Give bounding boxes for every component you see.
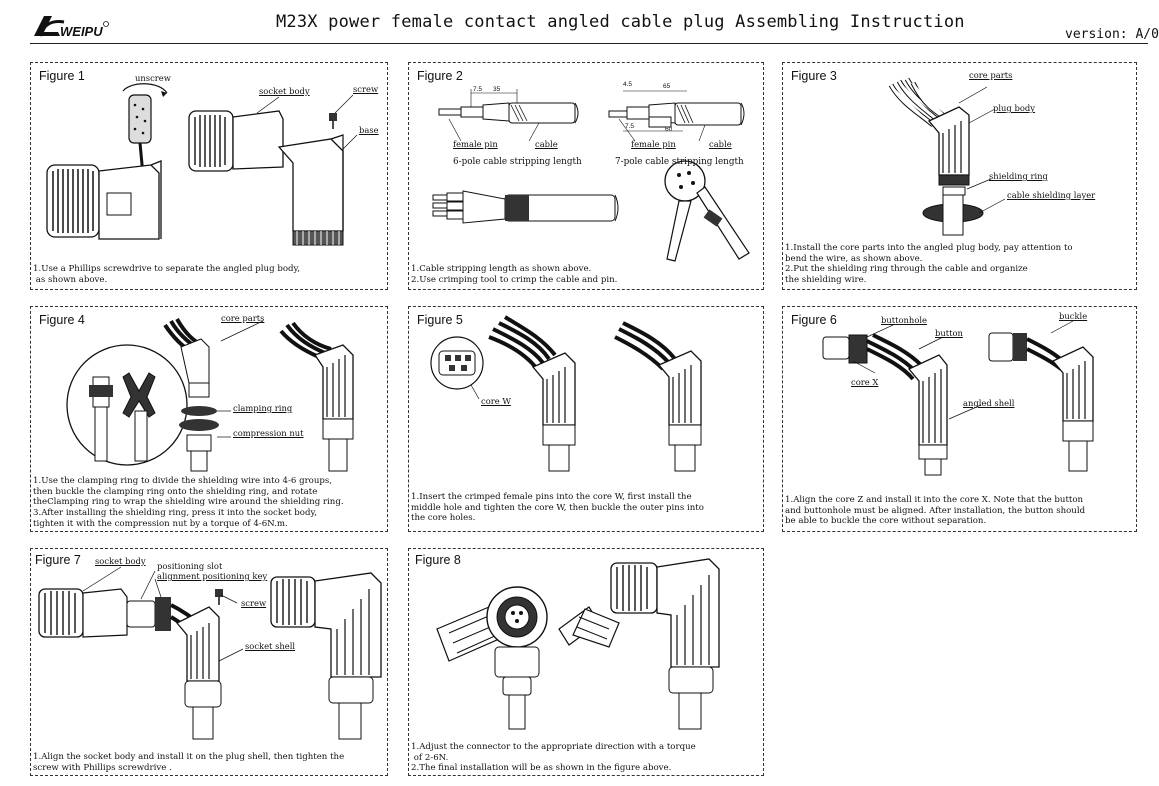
caption-6pole: 6-pole cable stripping length [453, 157, 582, 167]
figure-2-illustration [432, 89, 750, 262]
figure-8-instructions: 1.Adjust the connector to the appropriat… [411, 742, 696, 774]
figure-6-illustration [822, 320, 1094, 476]
figure-6-instructions: 1.Align the core Z and install it into t… [785, 495, 1086, 527]
callout-screw: screw [241, 598, 267, 608]
figure-label: Figure 5 [417, 313, 463, 327]
callout-core-x: core X [851, 377, 879, 387]
callout-angled-shell: angled shell [963, 398, 1015, 408]
figure-2-instructions: 1.Cable stripping length as shown above.… [411, 264, 618, 285]
callout-alignment-positioning-key: alignment positioning key [157, 571, 268, 581]
figure-3-panel: Figure 3 core parts plug body shielding … [782, 62, 1137, 290]
callout-socket-body: socket body [259, 86, 310, 96]
dim-7pole-b: 65 [663, 83, 671, 90]
dim-6pole-strip: 35 [493, 86, 501, 93]
figure-1-instructions: 1.Use a Phillips screwdrive to separate … [33, 264, 300, 285]
figure-label: Figure 7 [35, 553, 81, 567]
callout-core-parts: core parts [221, 313, 265, 323]
dim-7pole-d: 60 [665, 126, 673, 133]
svg-text:WEIPU: WEIPU [60, 24, 103, 39]
figure-5-panel: Figure 5 core W 1.Insert the crimped fem… [408, 306, 764, 532]
dim-7pole-c: 7.5 [625, 123, 635, 130]
figure-8-panel: Figure 8 1.Adjust the connector to the a… [408, 548, 764, 776]
figure-label: Figure 2 [417, 69, 463, 83]
callout-female-pin-6pole: female pin [453, 139, 498, 149]
dim-7pole-a: 4.5 [623, 81, 633, 88]
figure-label: Figure 6 [791, 313, 837, 327]
figure-2-panel: Figure 2 [408, 62, 764, 290]
callout-female-pin-7pole: female pin [631, 139, 676, 149]
figure-4-illustration [66, 318, 354, 472]
callout-unscrew: unscrew [135, 73, 171, 83]
figure-4-panel: Figure 4 core parts clamping [30, 306, 388, 532]
callout-positioning-slot: positioning slot [157, 561, 223, 571]
weipu-logo: WEIPU [34, 16, 109, 39]
figure-label: Figure 8 [415, 553, 461, 567]
callout-buttonhole: buttonhole [881, 315, 927, 325]
figure-7-illustration [38, 566, 382, 740]
figure-3-illustration [888, 77, 1006, 236]
callout-button: button [935, 328, 963, 338]
caption-7pole: 7-pole cable stripping length [615, 157, 744, 167]
callout-core-w: core W [481, 396, 511, 406]
callout-plug-body: plug body [993, 103, 1035, 113]
figure-5-instructions: 1.Insert the crimped female pins into th… [411, 492, 704, 524]
figure-5-illustration [430, 315, 702, 472]
callout-shielding-ring: shielding ring [989, 171, 1048, 181]
header-rule [30, 43, 1148, 44]
callout-core-parts: core parts [969, 70, 1013, 80]
callout-base: base [359, 125, 379, 135]
figure-3-instructions: 1.Install the core parts into the angled… [785, 243, 1073, 286]
callout-compression-nut: compression nut [233, 428, 304, 438]
figure-7-panel: Figure 7 socket body positioning slot al… [30, 548, 388, 776]
figure-1-illustration [46, 83, 358, 246]
figure-8-illustration [436, 558, 720, 730]
figure-6-panel: Figure 6 buttonhole button buckle core X… [782, 306, 1137, 532]
document-title: M23X power female contact angled cable p… [276, 12, 965, 32]
callout-socket-body: socket body [95, 556, 146, 566]
document-version: version: A/0 [1065, 27, 1159, 42]
callout-buckle: buckle [1059, 311, 1088, 321]
figure-label: Figure 1 [39, 69, 85, 83]
dim-6pole-pin: 7.5 [473, 86, 483, 93]
callout-cable-6pole: cable [535, 139, 558, 149]
figure-7-instructions: 1.Align the socket body and install it o… [33, 752, 345, 773]
callout-screw: screw [353, 84, 379, 94]
figure-4-instructions: 1.Use the clamping ring to divide the sh… [33, 476, 344, 529]
figure-label: Figure 4 [39, 313, 85, 327]
figure-1-panel: Figure 1 unscrew socket body screw base … [30, 62, 388, 290]
callout-cable-shielding-layer: cable shielding layer [1007, 190, 1096, 200]
callout-cable-7pole: cable [709, 139, 732, 149]
callout-socket-shell: socket shell [245, 641, 296, 651]
figure-label: Figure 3 [791, 69, 837, 83]
callout-clamping-ring: clamping ring [233, 403, 293, 413]
